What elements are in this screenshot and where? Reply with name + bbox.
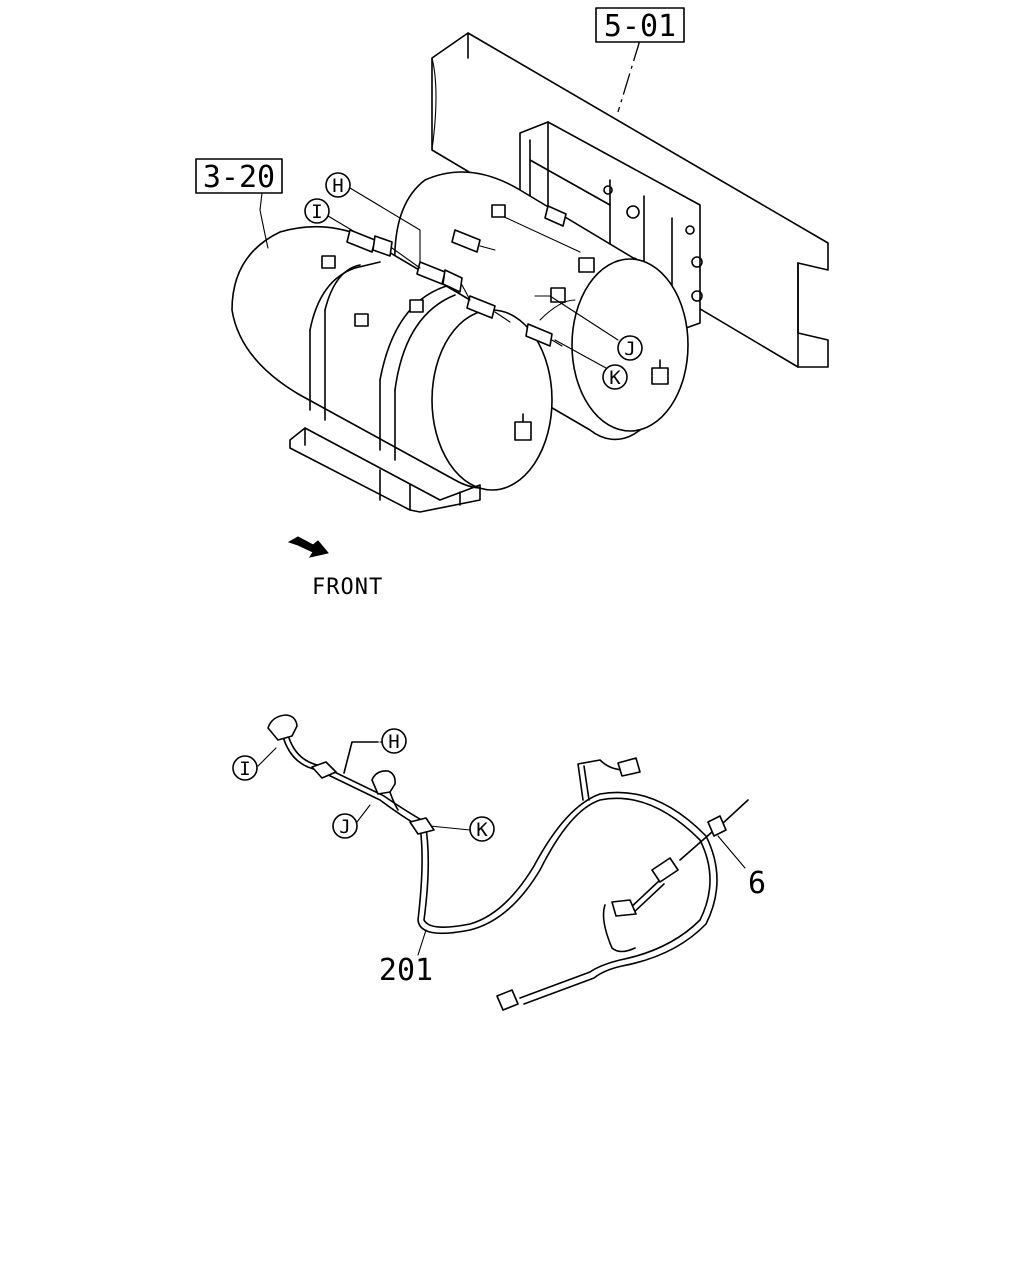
callout-k-label: K [609,367,621,389]
callout-h-bottom: H [381,728,407,754]
ref-box-tank: 3-20 [195,158,283,195]
callout-j-label: J [624,338,635,360]
tank-fitting [514,413,532,441]
part-number-201: 201 [379,953,433,988]
part-number-6: 6 [748,866,766,901]
front-tank [231,225,553,491]
callout-k-label: K [476,819,488,841]
callout-j-top: J [617,335,643,361]
tank-cradle [289,427,481,513]
callout-j-label: J [339,816,350,838]
callout-i-label: I [311,201,322,223]
callout-i-label: I [239,758,250,780]
sensor-connectors [346,205,567,347]
callout-h-top: H [325,172,351,198]
callout-i-bottom: I [232,755,258,781]
callout-j-bottom: J [332,813,358,839]
leader-lines-top [259,39,641,369]
ref-tank-label: 3-20 [203,160,275,195]
callout-k-bottom: K [469,816,495,842]
ref-box-frame: 5-01 [595,7,685,44]
ref-frame-label: 5-01 [604,9,676,44]
callout-h-label: H [388,731,399,753]
callout-k-top: K [602,364,628,390]
tank-fitting [651,359,669,385]
callout-h-label: H [332,175,343,197]
harness-connectors [267,714,727,1011]
front-arrow-icon [287,536,329,558]
callout-i-top: I [304,198,330,224]
front-direction-label: FRONT [312,575,383,600]
